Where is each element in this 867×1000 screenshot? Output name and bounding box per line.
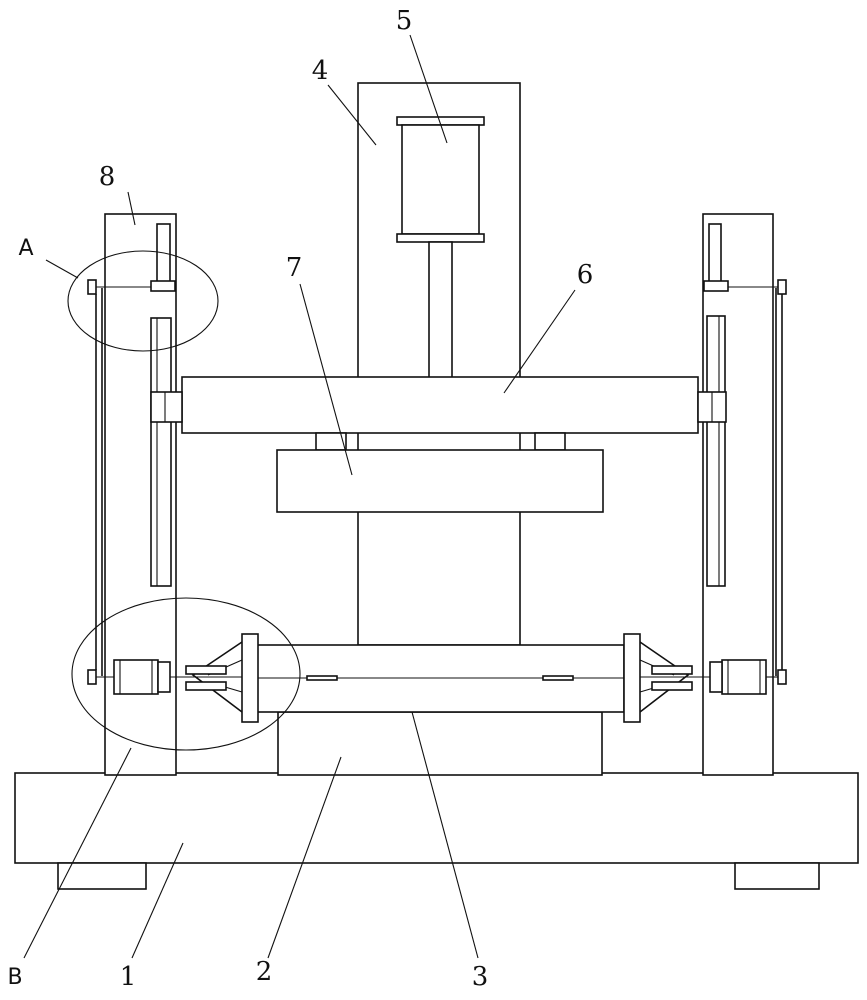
cylinder (396, 116, 485, 379)
tie-rod-left (87, 279, 176, 685)
detail-circle-a (67, 250, 219, 352)
label-7: 7 (286, 253, 303, 283)
callout-labels: 5 4 8 A 7 6 B 1 2 3 (7, 6, 593, 992)
guide-slots-left (150, 223, 172, 587)
detail-circle-b (71, 597, 301, 751)
label-5: 5 (396, 6, 413, 36)
base-foot-right (734, 862, 820, 890)
label-1: 1 (120, 962, 137, 992)
base-foot-left (57, 862, 147, 890)
label-6: 6 (577, 260, 594, 290)
upper-cross-beam (150, 376, 727, 434)
label-8: 8 (99, 162, 116, 192)
clamp-right (623, 633, 778, 723)
label-a: A (18, 236, 33, 261)
press-head (276, 432, 604, 513)
label-2: 2 (256, 957, 273, 987)
base-plate (14, 772, 859, 864)
workpiece-tube (256, 644, 625, 713)
label-4: 4 (312, 56, 329, 86)
label-b: B (7, 965, 22, 990)
support-block (277, 711, 603, 776)
leader-lines (23, 34, 576, 959)
tie-rod-right (703, 279, 787, 685)
clamp-left (96, 633, 259, 723)
label-3: 3 (472, 962, 489, 992)
